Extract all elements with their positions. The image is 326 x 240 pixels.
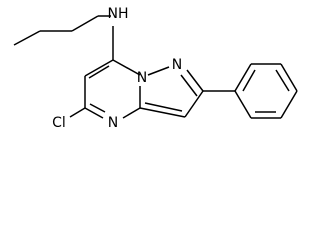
bond-c5-n-ring-double	[89, 103, 106, 113]
bond-c7-c6	[84, 59, 114, 77]
molecule-structure: NH N N N Cl	[13, 6, 298, 131]
bond-ph-double-2	[275, 69, 290, 92]
bond-n-ring-c3a	[122, 107, 141, 119]
bond-n-pyrazole-c2	[186, 69, 204, 92]
bond-propyl-1	[13, 30, 41, 46]
bond-c3-c3a-double	[144, 102, 183, 112]
bond-propyl-3	[71, 15, 99, 32]
bond-c2-c3	[184, 90, 204, 118]
atom-label-n-bridge: N	[137, 70, 147, 86]
bond-c7-c6-double	[88, 65, 110, 79]
bond-c5-n-ring	[84, 107, 104, 119]
bond-c3-c3a	[139, 107, 186, 118]
atom-label-cl: Cl	[52, 115, 66, 131]
bond-ph-6	[234, 90, 252, 119]
atom-label-n-pyrazole: N	[172, 57, 182, 73]
bond-ph-double-1	[242, 69, 256, 92]
bond-n-pyrazole-c2-double	[180, 74, 198, 97]
bond-ph-1	[234, 63, 252, 92]
bond-n-bridge-n-pyrazole	[147, 66, 170, 76]
bond-ph-4	[280, 90, 298, 119]
bond-c5-cl	[69, 107, 86, 118]
atom-label-n-ring: N	[108, 115, 118, 131]
bond-ph-3	[280, 63, 298, 92]
atom-label-nh: NH	[108, 6, 129, 22]
bond-c7-n-bridge	[112, 59, 141, 76]
